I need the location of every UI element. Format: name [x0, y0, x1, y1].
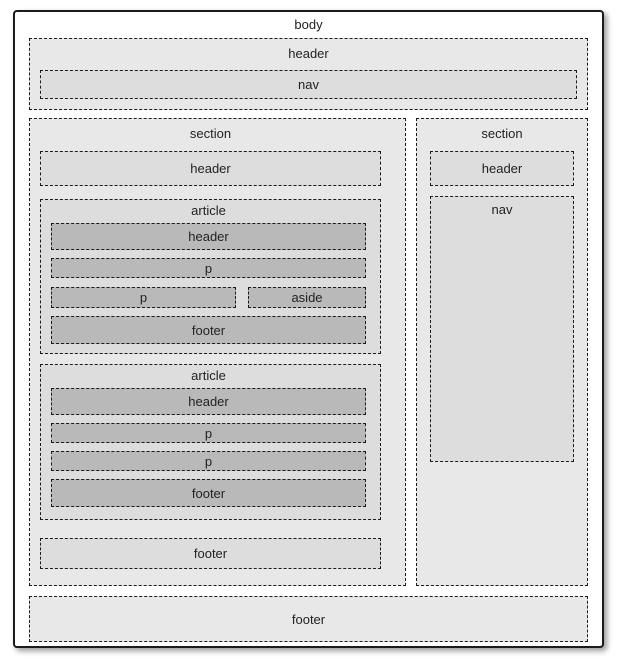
- article-2-label: article: [191, 368, 226, 383]
- page-header-box: header nav: [29, 38, 588, 110]
- page-footer-label: footer: [291, 611, 326, 627]
- article-1-header-label: header: [188, 229, 229, 244]
- main-content-row: section header article header p p: [29, 118, 588, 586]
- sidebar-header-box: header: [430, 151, 574, 186]
- sidebar-section-box: section header nav: [416, 118, 588, 586]
- sidebar-nav-label: nav: [491, 202, 513, 217]
- content-section-box: section header article header p p: [29, 118, 406, 586]
- article-2-paragraph-2-label: p: [204, 453, 213, 469]
- page-footer-box: footer: [29, 596, 588, 642]
- article-2-paragraph-2-box: p: [51, 451, 366, 471]
- article-1-footer-label: footer: [191, 322, 226, 338]
- article-1-label: article: [191, 203, 226, 218]
- article-box-2: article header p p footer: [40, 364, 381, 520]
- article-1-aside-label: aside: [291, 290, 323, 305]
- article-1-paragraph-aside-row: p aside: [51, 287, 366, 308]
- body-label: body: [294, 17, 323, 32]
- section-footer-label: footer: [193, 546, 228, 561]
- article-1-paragraph-label: p: [204, 260, 213, 276]
- article-1-footer-box: footer: [51, 316, 366, 344]
- sidebar-header-label: header: [481, 161, 523, 176]
- article-box-1: article header p p aside: [40, 199, 381, 354]
- article-1-paragraph-box: p: [51, 258, 366, 278]
- article-2-paragraph-1-label: p: [204, 425, 213, 441]
- article-2-header-label: header: [188, 394, 229, 409]
- article-2-paragraph-1-box: p: [51, 423, 366, 443]
- article-1-aside-box: aside: [248, 287, 366, 308]
- article-1-paragraph-2-box: p: [51, 287, 236, 308]
- article-2-footer-box: footer: [51, 479, 366, 507]
- content-section-label: section: [189, 126, 232, 141]
- sidebar-section-label: section: [481, 126, 523, 141]
- section-header-label: header: [190, 161, 231, 176]
- body-box: body header nav section header article h…: [13, 10, 604, 648]
- article-2-footer-label: footer: [191, 485, 226, 501]
- sidebar-nav-box: nav: [430, 196, 574, 462]
- article-2-header-box: header: [51, 388, 366, 415]
- article-1-header-box: header: [51, 223, 366, 250]
- page-header-label: header: [288, 46, 329, 61]
- section-footer-box: footer: [40, 538, 381, 569]
- article-1-paragraph-2-label: p: [139, 290, 148, 305]
- section-header-box: header: [40, 151, 381, 186]
- page-nav-box: nav: [40, 70, 577, 99]
- page-nav-label: nav: [298, 77, 319, 92]
